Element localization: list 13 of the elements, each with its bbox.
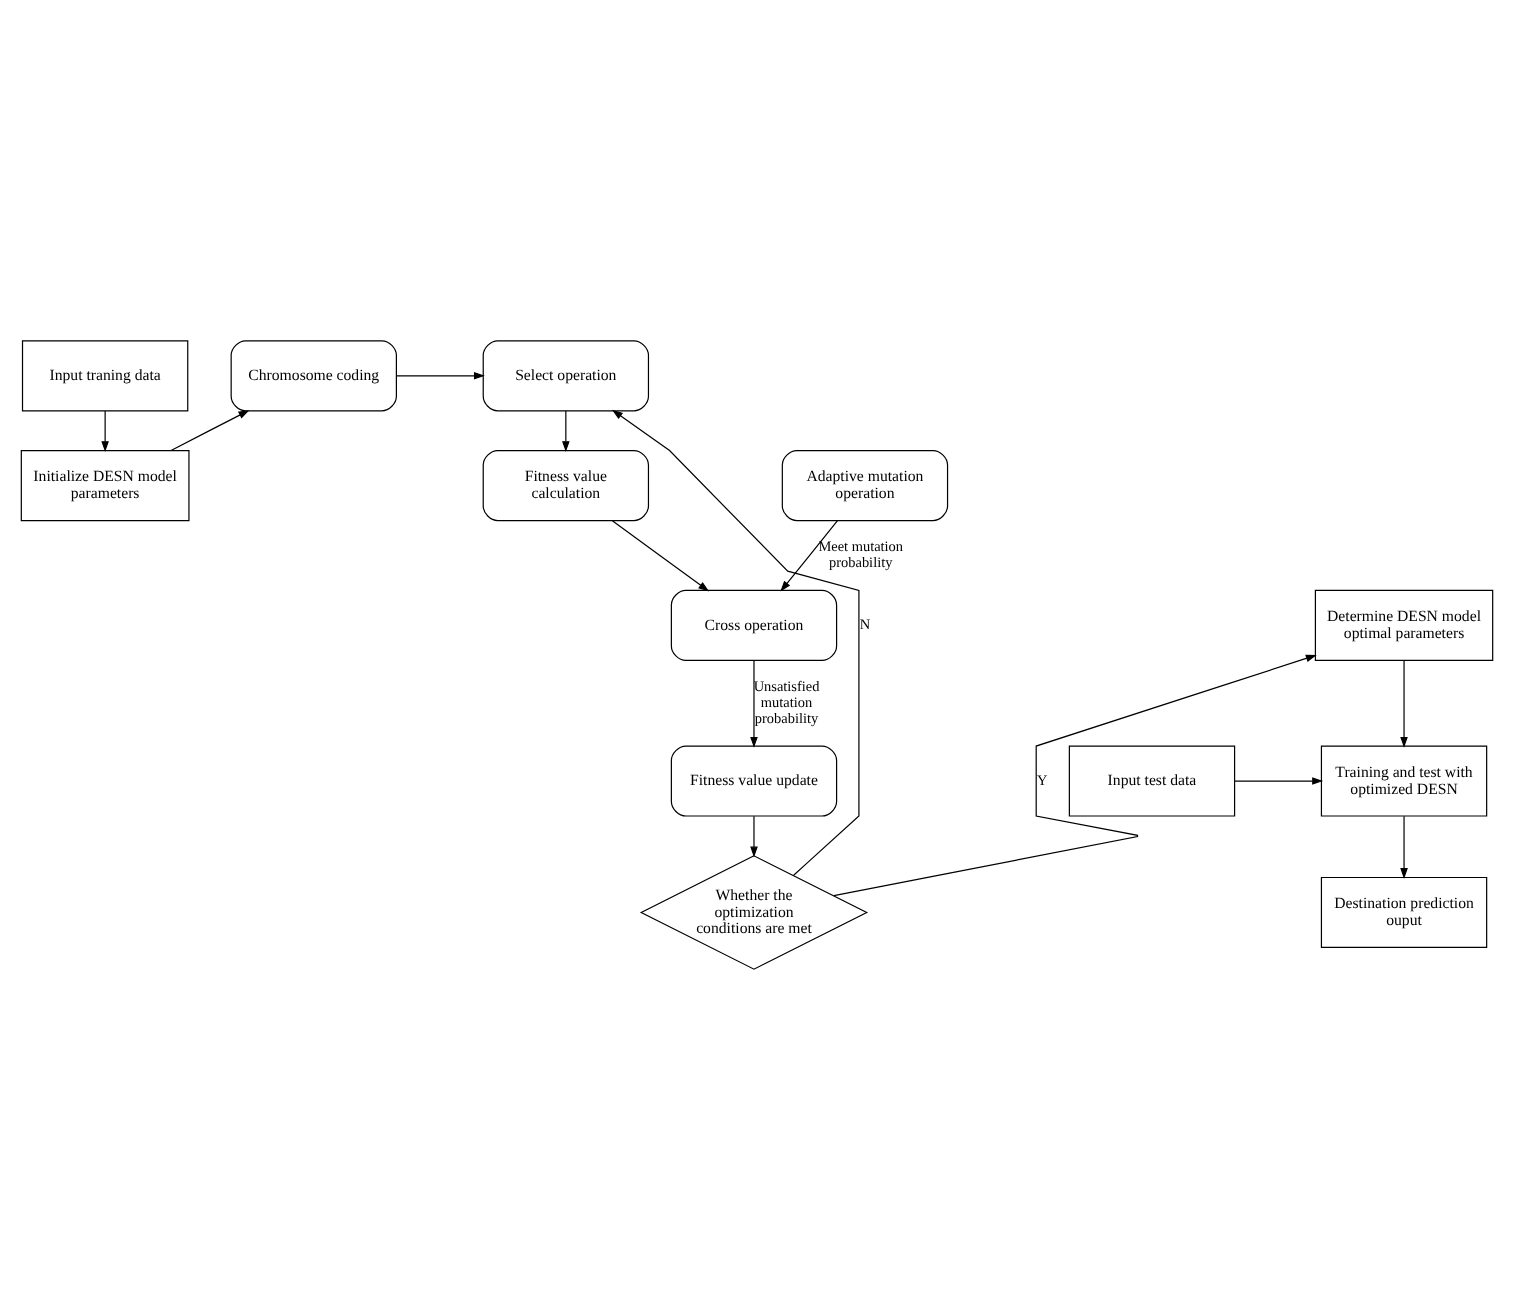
- arrow: [396, 371, 485, 379]
- arrow: [1400, 814, 1408, 878]
- arrow: [780, 519, 839, 591]
- arrow: [750, 659, 758, 747]
- arrow: [101, 409, 109, 452]
- arrow: [750, 814, 758, 857]
- arrow: [611, 519, 710, 591]
- arrow: [1234, 776, 1324, 784]
- arrow: [170, 409, 250, 451]
- arrow: [562, 409, 570, 452]
- arrow: [611, 408, 860, 875]
- arrow: [833, 653, 1317, 896]
- arrow: [1400, 659, 1408, 747]
